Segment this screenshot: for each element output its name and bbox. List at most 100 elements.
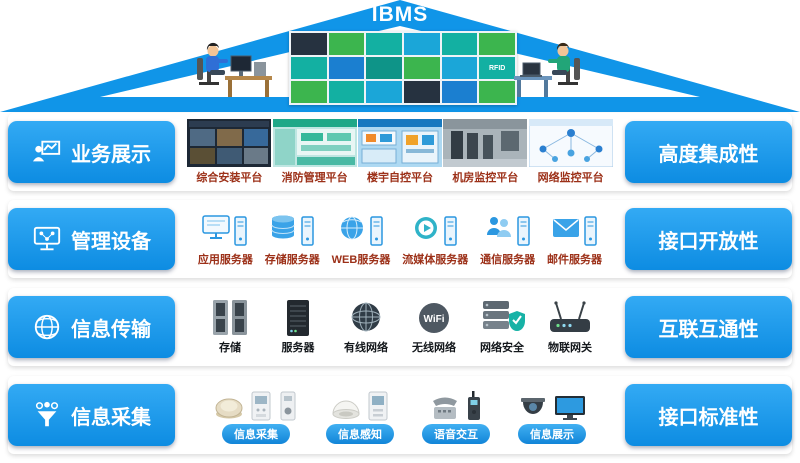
group-icons: [214, 387, 298, 421]
server-item: 应用服务器: [198, 211, 253, 267]
badge-high-integration: 高度集成性: [625, 121, 792, 183]
wifi-text: WiFi: [423, 314, 444, 325]
server-item: 流媒体服务器: [402, 211, 468, 267]
dashboard-tile: [328, 57, 365, 79]
app-server-icon: [202, 215, 248, 246]
dashboard-tile: [404, 33, 440, 55]
badge-interface-standard: 接口标准性: [625, 384, 792, 446]
badge-information-collection: 信息采集: [8, 384, 175, 446]
storage-cabinet-icon: [213, 300, 247, 335]
server-label: 流媒体服务器: [402, 254, 469, 266]
platform-thumb-network-monitor: [528, 119, 613, 167]
rfid-tile-label: RFID: [488, 64, 506, 72]
globe-icon: [34, 314, 60, 340]
group-label: 语音交互: [422, 423, 490, 444]
dashboard-tile: [441, 57, 478, 79]
wired-network-icon: [351, 302, 381, 332]
network-label: 无线网络: [412, 342, 456, 354]
network-label: 存储: [219, 342, 241, 354]
dashboard-tile: [404, 81, 440, 103]
network-item: 服务器: [274, 299, 322, 355]
group-voice-interaction: 语音交互: [422, 387, 490, 444]
row-information-transmission: 信息传输 存储: [8, 288, 792, 366]
badge-business-display: 业务展示: [8, 121, 175, 183]
network-item: 网络安全: [478, 299, 526, 355]
badge-label: 互联互通性: [658, 318, 759, 341]
comm-server-icon: [486, 216, 530, 246]
server-label: 存储服务器: [264, 254, 320, 266]
dashboard-tile: [366, 57, 402, 79]
group-info-display: 信息展示: [518, 387, 586, 444]
card-reader-icon: [280, 391, 296, 420]
page-title: IBMS: [371, 3, 429, 26]
group-info-sensing: 信息感知: [326, 387, 394, 444]
collection-strip: 信息采集 信息感知: [184, 376, 616, 454]
platform-item: 综合安装平台: [187, 119, 272, 185]
badge-label: 高度集成性: [658, 143, 759, 166]
dashboard-tile: [479, 33, 515, 55]
dashboard-tile: [479, 81, 515, 103]
ceiling-speaker-icon: [332, 400, 360, 419]
dashboard-tile: [291, 57, 327, 79]
server-item: 存储服务器: [265, 211, 320, 267]
badge-interconnection: 互联互通性: [625, 296, 792, 358]
wall-panel-icon: [368, 391, 388, 420]
platform-label: 机房监控平台: [452, 172, 519, 184]
mail-server-icon: [552, 216, 597, 246]
group-label: 信息展示: [518, 423, 586, 444]
group-icons: [331, 387, 389, 421]
network-strip: 存储 服务器: [184, 288, 616, 366]
server-rack-icon: [287, 300, 309, 336]
dashboard-tile: [291, 81, 327, 103]
platform-label: 消防管理平台: [281, 172, 348, 184]
person-chart-icon: [32, 140, 61, 162]
badge-information-transmission: 信息传输: [8, 296, 175, 358]
dashboard-screenshot: RFID: [289, 31, 517, 105]
platform-thumb-fire-management: [272, 119, 357, 167]
dashboard-tile: [441, 33, 478, 55]
server-label: 通信服务器: [480, 254, 536, 266]
display-monitor-icon: [555, 395, 585, 420]
funnel-sensors-icon: [35, 401, 59, 427]
badge-label: 信息传输: [71, 318, 151, 341]
platform-thumb-building-automation: [357, 119, 442, 167]
dashboard-tile-rfid: RFID: [479, 57, 515, 79]
iot-gateway-icon: [550, 301, 590, 332]
smoke-detector-icon: [215, 398, 243, 418]
badge-label: 业务展示: [71, 143, 151, 166]
platform-item: 消防管理平台: [272, 119, 357, 185]
platform-label: 综合安装平台: [196, 172, 263, 184]
badge-open-interface: 接口开放性: [625, 208, 792, 270]
operator-right-illustration: [514, 34, 582, 105]
server-item: WEB服务器: [332, 211, 390, 267]
roof: IBMS: [0, 0, 800, 112]
dashboard-tile: [441, 81, 478, 103]
badge-managed-devices: 管理设备: [8, 208, 175, 270]
server-label: 应用服务器: [197, 254, 253, 266]
dashboard-tile: [366, 81, 402, 103]
network-label: 有线网络: [344, 342, 388, 354]
platforms-strip: 综合安装平台 消防管理平台: [184, 113, 616, 191]
row-business-display: 业务展示 综合安装平台: [8, 113, 792, 191]
wifi-icon: WiFi: [419, 303, 449, 333]
dome-camera-icon: [521, 397, 545, 414]
group-info-collection: 信息采集: [214, 387, 298, 444]
network-item: WiFi 无线网络: [410, 299, 458, 355]
web-server-icon: [341, 216, 383, 246]
dashboard-tile: [328, 33, 365, 55]
network-security-icon: [483, 301, 525, 331]
platform-thumb-integrated-security: [187, 119, 272, 167]
group-label: 信息采集: [222, 423, 290, 444]
servers-strip: 应用服务器 存储服务器: [184, 200, 616, 278]
dashboard-tile: [404, 57, 440, 79]
dashboard-tile: [291, 33, 327, 55]
server-item: 通信服务器: [480, 211, 535, 267]
badge-label: 接口开放性: [658, 230, 759, 253]
network-item: 有线网络: [342, 299, 390, 355]
streaming-server-icon: [415, 216, 457, 246]
group-icons: [518, 387, 586, 421]
storage-server-icon: [271, 215, 315, 246]
row-managed-devices: 管理设备 应用服务器: [8, 200, 792, 278]
platform-label: 网络监控平台: [537, 172, 604, 184]
